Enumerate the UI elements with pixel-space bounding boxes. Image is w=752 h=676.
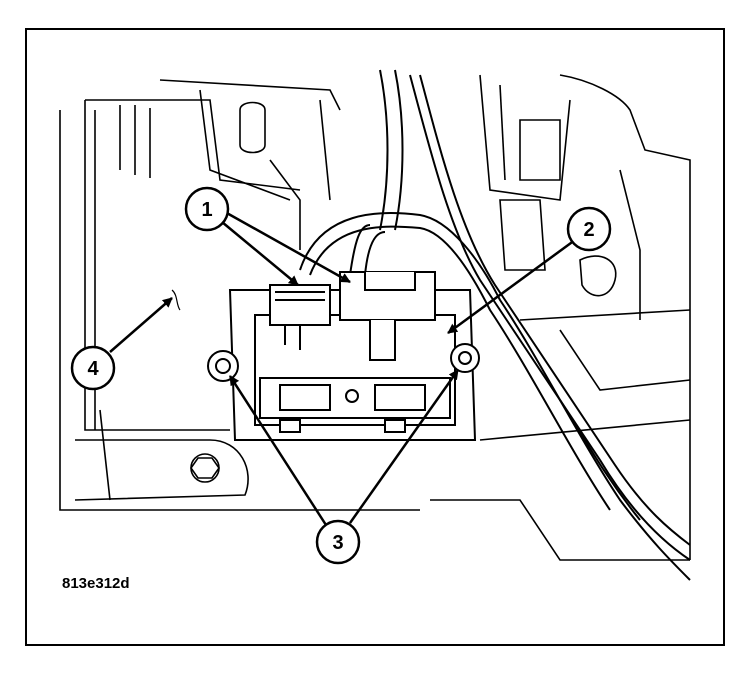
callout-1-label: 1 xyxy=(201,199,212,221)
wiring-harness xyxy=(299,69,691,581)
surface-pointer-mark xyxy=(171,289,181,311)
right-structure xyxy=(430,74,691,561)
mounting-screw-left xyxy=(207,350,239,382)
arrow-1a xyxy=(221,221,299,286)
arrow-4 xyxy=(109,297,173,353)
wire-connector-left xyxy=(269,284,331,350)
callout-3-label: 3 xyxy=(332,532,343,554)
callout-2: 2 xyxy=(566,206,612,252)
arrow-3a xyxy=(228,375,328,526)
callout-4: 4 xyxy=(70,345,116,391)
figure-code: 813e312d xyxy=(62,575,130,592)
callout-3: 3 xyxy=(315,519,361,565)
leader-arrows xyxy=(109,210,576,526)
mounting-bolt-lower xyxy=(190,453,220,483)
arrow-3b xyxy=(348,369,460,524)
callout-2-label: 2 xyxy=(583,219,594,241)
arrow-2 xyxy=(447,238,576,335)
arrow-1b xyxy=(224,210,351,284)
callout-1: 1 xyxy=(184,186,230,232)
callout-4-label: 4 xyxy=(87,358,99,380)
wire-connector-right xyxy=(339,271,436,361)
hvac-housing xyxy=(59,79,420,511)
mounting-screw-right xyxy=(450,343,480,373)
